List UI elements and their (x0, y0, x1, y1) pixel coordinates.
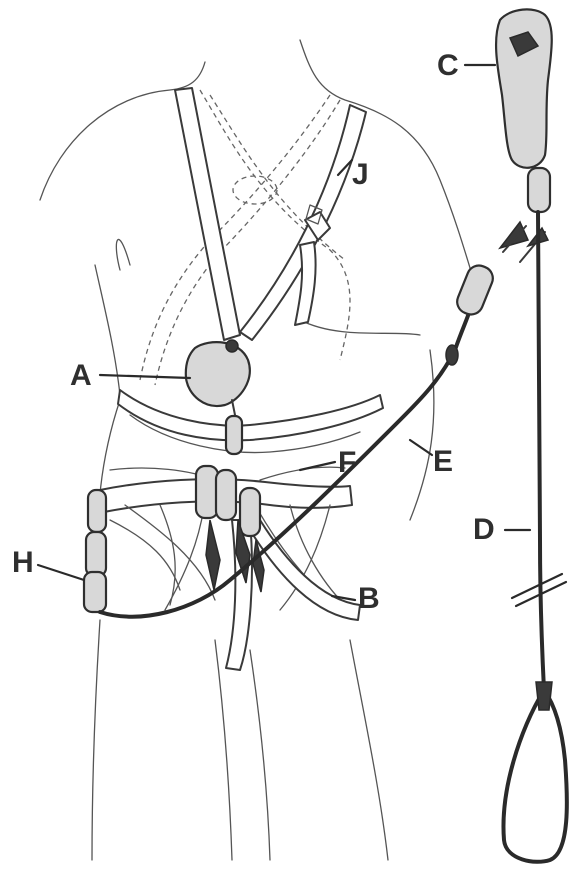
label-f: F (338, 448, 356, 478)
label-e: E (433, 447, 453, 477)
leader-lines (38, 65, 530, 600)
shoulder-straps (175, 88, 366, 340)
label-c: C (437, 51, 459, 81)
body-outline (40, 40, 480, 860)
label-a: A (70, 361, 92, 391)
label-b: B (358, 584, 380, 614)
chest-strap (118, 390, 383, 440)
label-j: J (352, 160, 369, 190)
ascender (496, 9, 552, 262)
label-h: H (12, 548, 34, 578)
rope-and-foot-loop (503, 212, 566, 862)
label-d: D (473, 515, 495, 545)
